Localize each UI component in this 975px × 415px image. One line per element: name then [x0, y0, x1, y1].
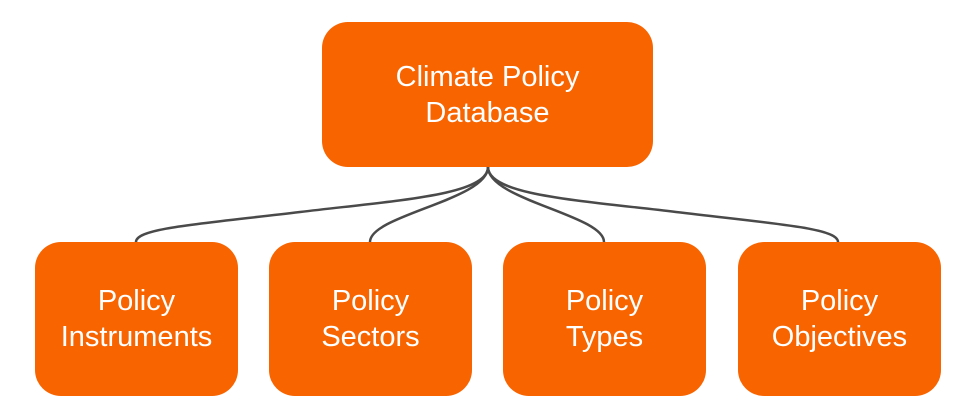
node-label-line1: Policy: [565, 285, 644, 317]
node-label-line1: Policy: [331, 285, 410, 317]
node-label-line2: Objectives: [771, 321, 908, 353]
connector-instruments: [134, 166, 490, 243]
node-label-line2: Sectors: [321, 321, 420, 353]
connector-sectors: [368, 166, 490, 243]
node-label-line1: Policy: [97, 285, 176, 317]
connector-objectives: [486, 166, 840, 243]
node-label-line2: Types: [565, 321, 644, 353]
connector-types: [486, 166, 606, 243]
node-label-line2: Instruments: [60, 321, 213, 353]
node-label-line1: Policy: [800, 285, 879, 317]
root-label-line1: Climate Policy: [395, 60, 580, 93]
root-label-line2: Database: [425, 96, 550, 129]
